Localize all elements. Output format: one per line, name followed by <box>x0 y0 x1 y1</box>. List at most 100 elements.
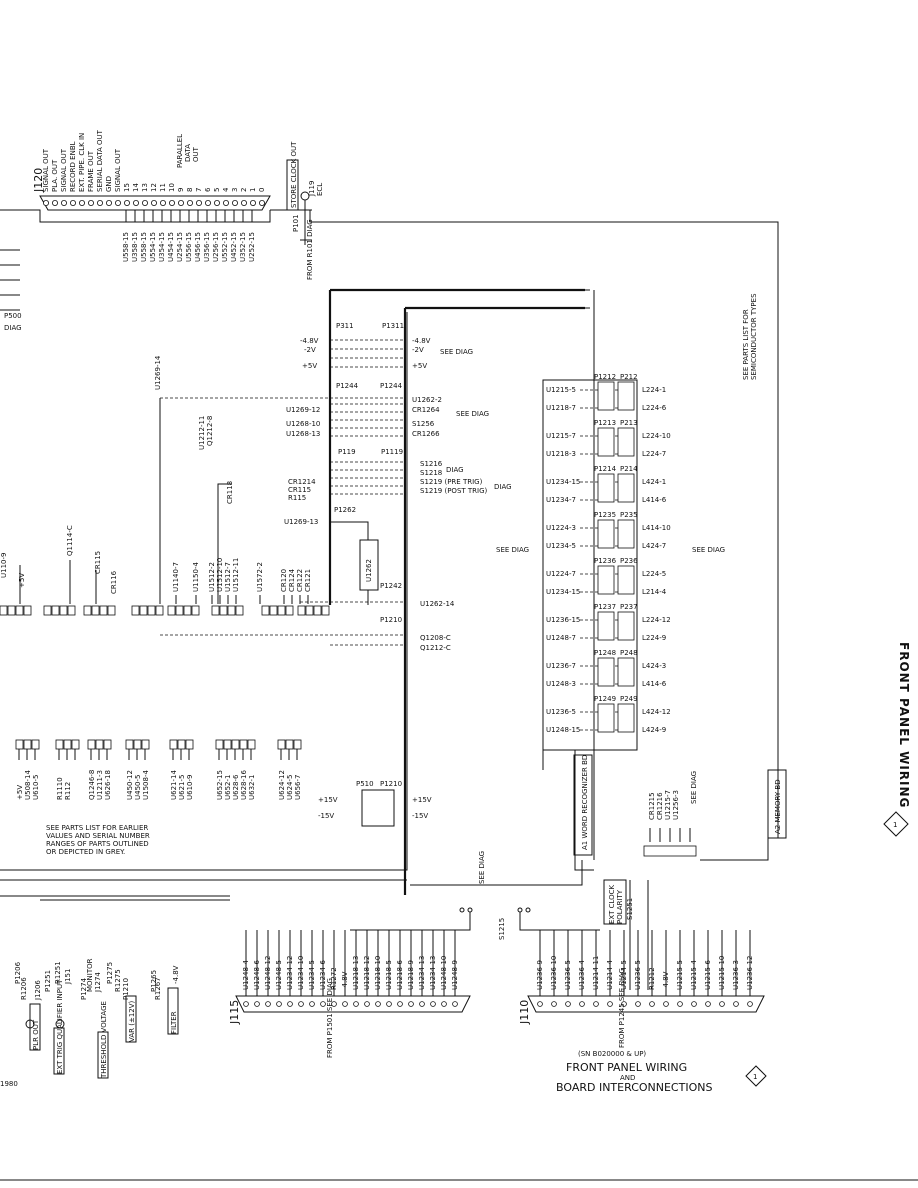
connector-pin <box>309 1001 315 1007</box>
j120-pin <box>88 199 95 206</box>
bottom-pin <box>55 739 64 750</box>
wr-right-signal: L414-6 <box>642 680 667 688</box>
mid-pin <box>235 605 244 616</box>
j120-ref-label: U456-15 <box>194 232 202 262</box>
connector-pin <box>747 1001 753 1007</box>
bottom-pin <box>23 739 32 750</box>
mid-row-label: U1150-4 <box>192 562 200 592</box>
bottom-pin <box>293 739 302 750</box>
j120-ref-label: U558-15 <box>140 232 148 262</box>
bottom-pin <box>239 739 248 750</box>
j120-signal-label: 11 <box>159 183 167 192</box>
mid-pin <box>297 605 306 616</box>
j120-pin <box>132 199 139 206</box>
bottom-group-label: U632-1 <box>248 775 256 800</box>
j120-signal-label: 12 <box>150 183 158 192</box>
j115-label: J115 <box>228 1000 241 1025</box>
p510-right-0: +15V <box>412 796 432 804</box>
bottom-group-label: U450-5 <box>134 775 142 800</box>
j120-ref-label: U552-15 <box>221 232 229 262</box>
cr115: CR115 <box>94 551 102 574</box>
p119-right-2: S1219 (PRE TRIG) <box>420 478 483 486</box>
wr-plug-box <box>597 473 615 503</box>
bottom-pin <box>87 739 96 750</box>
p500-label: P500 <box>4 312 22 320</box>
p1245-ref-0: CR1215 <box>648 792 656 820</box>
jack-icon <box>55 1019 65 1029</box>
bottom-group-label: U621-14 <box>170 770 178 800</box>
semiconductor-note: SEE PARTS LIST FOR SEMICONDUCTOR TYPES <box>742 293 758 380</box>
wr-right-signal: L224-9 <box>642 634 666 642</box>
wr-left-signal: U1218-7 <box>546 404 576 412</box>
front-panel-frame <box>125 995 137 1043</box>
p1244-see-diag: SEE DIAG <box>456 410 489 418</box>
mid-pin <box>91 605 100 616</box>
connector-pin <box>551 1001 557 1007</box>
j120-signal-label: 5 <box>213 188 221 192</box>
p311-right-plug: P1311 <box>382 322 404 330</box>
connector-pin <box>342 1001 348 1007</box>
j120-pin <box>177 199 184 206</box>
wr-left-signal: U1218-3 <box>546 450 576 458</box>
side-title-text: FRONT PANEL WIRING <box>897 642 911 808</box>
bottom-pin <box>125 739 134 750</box>
bottom-pin <box>285 739 294 750</box>
p1262-label: P1262 <box>334 506 356 514</box>
bottom-pin <box>31 739 40 750</box>
title-line-1: FRONT PANEL WIRING <box>566 1061 687 1074</box>
connector-pin <box>243 1001 249 1007</box>
front-panel-ref: R1206 <box>20 977 28 1000</box>
wr-left-signal: U1215-5 <box>546 386 576 394</box>
bottom-pin <box>185 739 194 750</box>
front-panel-button: FILTER <box>170 1011 178 1034</box>
board-a1: A1 WORD RECOGNIZER BD <box>581 755 589 850</box>
wr-left-plug: P1249 <box>594 695 616 703</box>
p119-right-plug: P1119 <box>381 448 403 456</box>
j120-pin <box>115 199 122 206</box>
p311-right-2: +5V <box>412 362 427 370</box>
wr-left-signal: U1236-5 <box>546 708 576 716</box>
p1210-signal-0: Q1208-C <box>420 634 451 642</box>
mid-pin <box>107 605 116 616</box>
wr-right-signal: L224-6 <box>642 404 667 412</box>
connector-pin <box>565 1001 571 1007</box>
j120-signal-label: RECORD ENBL <box>69 141 77 192</box>
p311-group: P311 P1311 -4.8V -2V +5V -4.8V -2V +5V S… <box>300 322 473 370</box>
bottom-group-label: U626-18 <box>104 770 112 800</box>
bottom-group-label: U628-6 <box>232 774 240 800</box>
ext-clock-0: EXT CLOCK <box>608 884 616 924</box>
j120-signal-label: 2 <box>240 188 248 192</box>
j120-pin <box>159 199 166 206</box>
mid-pin <box>227 605 236 616</box>
mid-connector-row <box>0 605 330 616</box>
bottom-pin <box>103 739 112 750</box>
connector-pin <box>691 1001 697 1007</box>
wr-plug-box <box>597 381 615 411</box>
connector-pin <box>276 1001 282 1007</box>
store-clock: STORE CLOCK OUT ECL J119 P101 FROM R101 … <box>286 141 324 280</box>
mid-row-label: U1140-7 <box>172 562 180 592</box>
j120-signal-label: SIGNAL OUT <box>42 148 50 192</box>
title-line-3: BOARD INTERCONNECTIONS <box>556 1081 712 1094</box>
wr-plug-box <box>597 565 615 595</box>
wr-left-signal: U1234-15 <box>546 588 580 596</box>
front-panel-ref: P1275 <box>106 962 114 984</box>
wr-plug-box <box>597 427 615 457</box>
wr-right-signal: L424-12 <box>642 708 671 716</box>
p510-right-plug: P1210 <box>380 780 402 788</box>
j120-signal-label: GND <box>105 176 113 192</box>
connector-pin <box>386 1001 392 1007</box>
p1245-ref-2: U1215-7 <box>664 790 672 820</box>
connector-pin <box>649 1001 655 1007</box>
wr-right-signal: L424-7 <box>642 542 666 550</box>
j120-pin <box>240 199 247 206</box>
j120-ref-label: U354-15 <box>158 232 166 262</box>
j120-ref-label: U352-15 <box>239 232 247 262</box>
front-panel-ref: P1206 <box>14 961 22 984</box>
front-panel-button: EXT TRIG QUALIFIER INPUT <box>56 979 64 1074</box>
wr-plug-box <box>617 565 635 595</box>
